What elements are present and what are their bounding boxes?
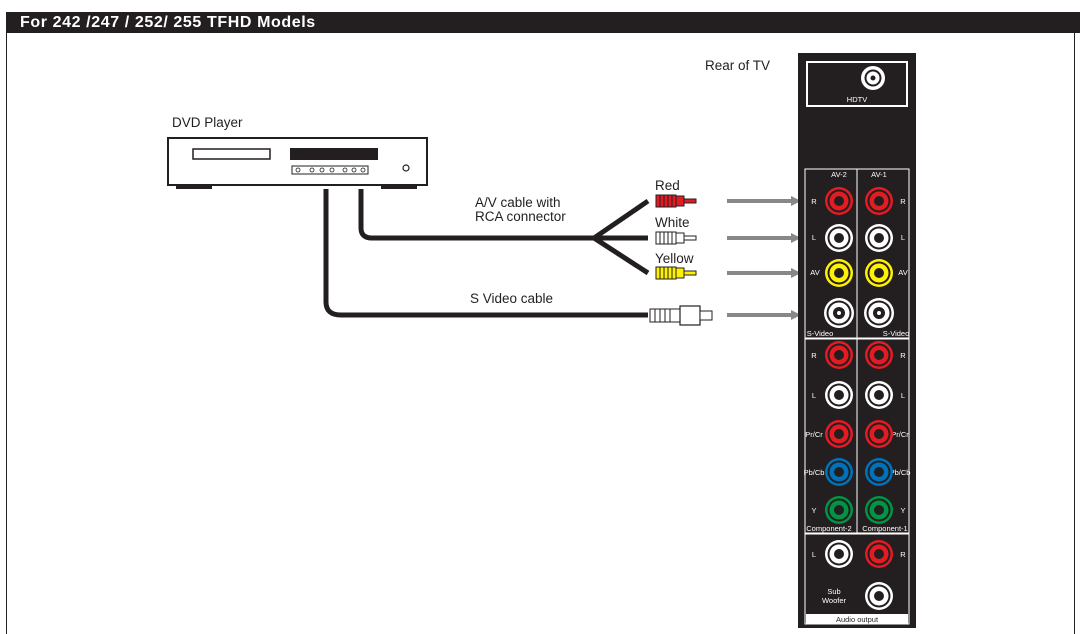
- s-video-cable-label: S Video cable: [470, 291, 553, 306]
- display-panel: [290, 148, 378, 160]
- av-cable-label-line1: A/V cable with: [475, 195, 561, 210]
- disc-tray-icon: [192, 148, 271, 160]
- audio-out-r-jack-icon: [865, 540, 893, 568]
- av1-av-label: AV: [898, 268, 907, 277]
- page-title: For 242 /247 / 252/ 255 TFHD Models: [20, 14, 316, 31]
- audio-output-label: Audio output: [836, 615, 879, 624]
- comp1-r-label: R: [900, 351, 906, 360]
- dvd-player: [167, 137, 428, 189]
- comp1-y-jack-icon: [865, 496, 893, 524]
- av1-l-jack-icon: [865, 224, 893, 252]
- av2-s-video-jack-icon: [824, 298, 854, 328]
- red-label: Red: [655, 178, 680, 193]
- av2-r-jack-icon: [825, 187, 853, 215]
- woofer-label: Woofer: [822, 596, 847, 605]
- comp2-y-jack-icon: [825, 496, 853, 524]
- comp2-y-label: Y: [811, 506, 816, 515]
- comp2-l-label: L: [812, 391, 816, 400]
- left-border: [6, 33, 7, 634]
- comp1-pr-label: Pr/Cr: [891, 430, 909, 439]
- av2-r-label: R: [811, 197, 817, 206]
- rear-of-tv-label: Rear of TV: [705, 58, 770, 73]
- comp1-pb-jack-icon: [865, 458, 893, 486]
- white-rca-plug: [655, 231, 697, 245]
- component1-label: Component-1: [862, 524, 907, 533]
- component2-label: Component-2: [806, 524, 851, 533]
- av2-l-jack-icon: [825, 224, 853, 252]
- audio-l-label: L: [812, 550, 816, 559]
- comp2-pb-label: Pb/Cb: [804, 468, 825, 477]
- av2-video-jack-icon: [825, 259, 853, 287]
- header-bar: For 242 /247 / 252/ 255 TFHD Models: [6, 12, 1080, 33]
- right-border: [1074, 33, 1075, 634]
- yellow-rca-plug: [655, 266, 697, 280]
- comp1-l-label: L: [901, 391, 905, 400]
- subwoofer-jack-icon: [865, 582, 893, 610]
- comp1-pb-label: Pb/Cb: [890, 468, 911, 477]
- dvd-player-label: DVD Player: [172, 115, 243, 130]
- white-label: White: [655, 215, 690, 230]
- power-button-icon: [402, 164, 410, 172]
- audio-out-l-jack-icon: [825, 540, 853, 568]
- s-video-cable: [323, 189, 648, 318]
- tv-rear-panel: HDTV AV-2 AV-1 R R L L AV AV S-Video S-V…: [798, 53, 916, 628]
- comp2-l-jack-icon: [825, 381, 853, 409]
- red-rca-plug: [655, 194, 697, 208]
- sub-label: Sub: [827, 587, 840, 596]
- comp2-pr-label: Pr/Cr: [805, 430, 823, 439]
- comp1-y-label: Y: [900, 506, 905, 515]
- hdtv-antenna-jack: [870, 75, 876, 81]
- comp2-r-label: R: [811, 351, 817, 360]
- comp1-r-jack-icon: [865, 341, 893, 369]
- comp2-pb-jack-icon: [825, 458, 853, 486]
- audio-r-label: R: [900, 550, 906, 559]
- comp1-l-jack-icon: [865, 381, 893, 409]
- av1-r-jack-icon: [865, 187, 893, 215]
- av1-video-jack-icon: [865, 259, 893, 287]
- comp2-r-jack-icon: [825, 341, 853, 369]
- av1-s-video-label: S-Video: [883, 329, 910, 338]
- av1-l-label: L: [901, 233, 905, 242]
- comp1-pr-jack-icon: [865, 420, 893, 448]
- comp2-pr-jack-icon: [825, 420, 853, 448]
- yellow-label: Yellow: [655, 251, 694, 266]
- av-cable-label-line2: RCA connector: [475, 209, 566, 224]
- hdtv-label: HDTV: [847, 95, 867, 104]
- av2-av-label: AV: [810, 268, 819, 277]
- av-cable: [358, 189, 594, 241]
- av1-r-label: R: [900, 197, 906, 206]
- connection-arrows: [727, 196, 801, 320]
- av2-label: AV-2: [831, 170, 847, 179]
- av2-l-label: L: [812, 233, 816, 242]
- s-video-plug: [649, 305, 713, 326]
- av1-label: AV-1: [871, 170, 887, 179]
- av2-s-video-label: S-Video: [807, 329, 834, 338]
- av1-s-video-jack-icon: [864, 298, 894, 328]
